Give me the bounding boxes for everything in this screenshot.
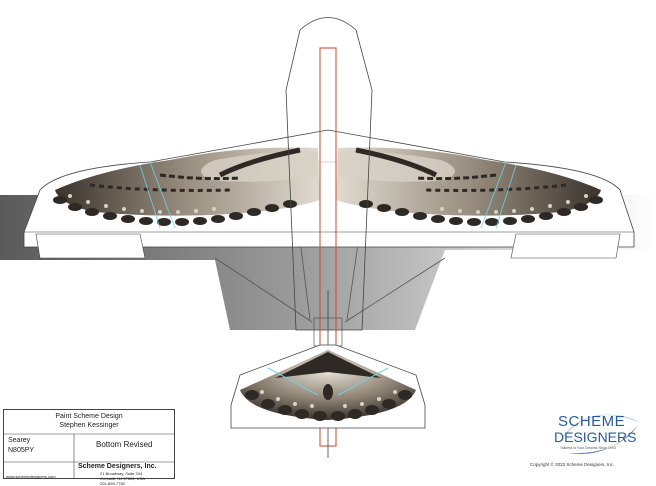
title-block: Paint Scheme Design Stephen Kessinger Se… xyxy=(3,409,175,486)
copyright-notice: Copyright © 2022 Scheme Designers, Inc. xyxy=(530,462,615,467)
logo-swoosh xyxy=(558,414,640,455)
fuselage xyxy=(285,17,373,331)
title-heading: Paint Scheme Design xyxy=(55,413,123,420)
company-name: Scheme Designers, Inc. xyxy=(78,463,157,470)
company-address-2: Cresskill, NJ 07626, USA xyxy=(100,476,145,481)
aileron-right xyxy=(510,233,621,259)
aileron-left xyxy=(35,233,146,259)
logo-line2: DESIGNERS xyxy=(554,429,637,445)
owl-wing-left xyxy=(53,147,320,229)
scheme-designers-logo: SCHEME DESIGNERS Tailored to Your Dreams… xyxy=(548,405,648,461)
background-left-white xyxy=(0,260,230,330)
logo-tagline: Tailored to Your Dreams Since 1993 xyxy=(560,446,616,450)
logo-line1: SCHEME xyxy=(558,413,626,430)
view-label: Bottom Revised xyxy=(96,440,153,449)
aircraft-model: Searey xyxy=(8,437,31,444)
designer-name: Stephen Kessinger xyxy=(59,422,119,429)
company-phone: 201-899-7760 xyxy=(100,481,125,486)
aircraft-registration: N805PY xyxy=(8,447,35,454)
company-address-1: 21 Broadway, Suite 204 xyxy=(100,471,143,476)
company-website: www.schemedesigners.com xyxy=(6,474,56,479)
owl-tail xyxy=(240,350,416,421)
background-right-white xyxy=(415,250,656,330)
title-block-grid xyxy=(4,433,174,478)
owl-wing-right xyxy=(336,147,603,229)
